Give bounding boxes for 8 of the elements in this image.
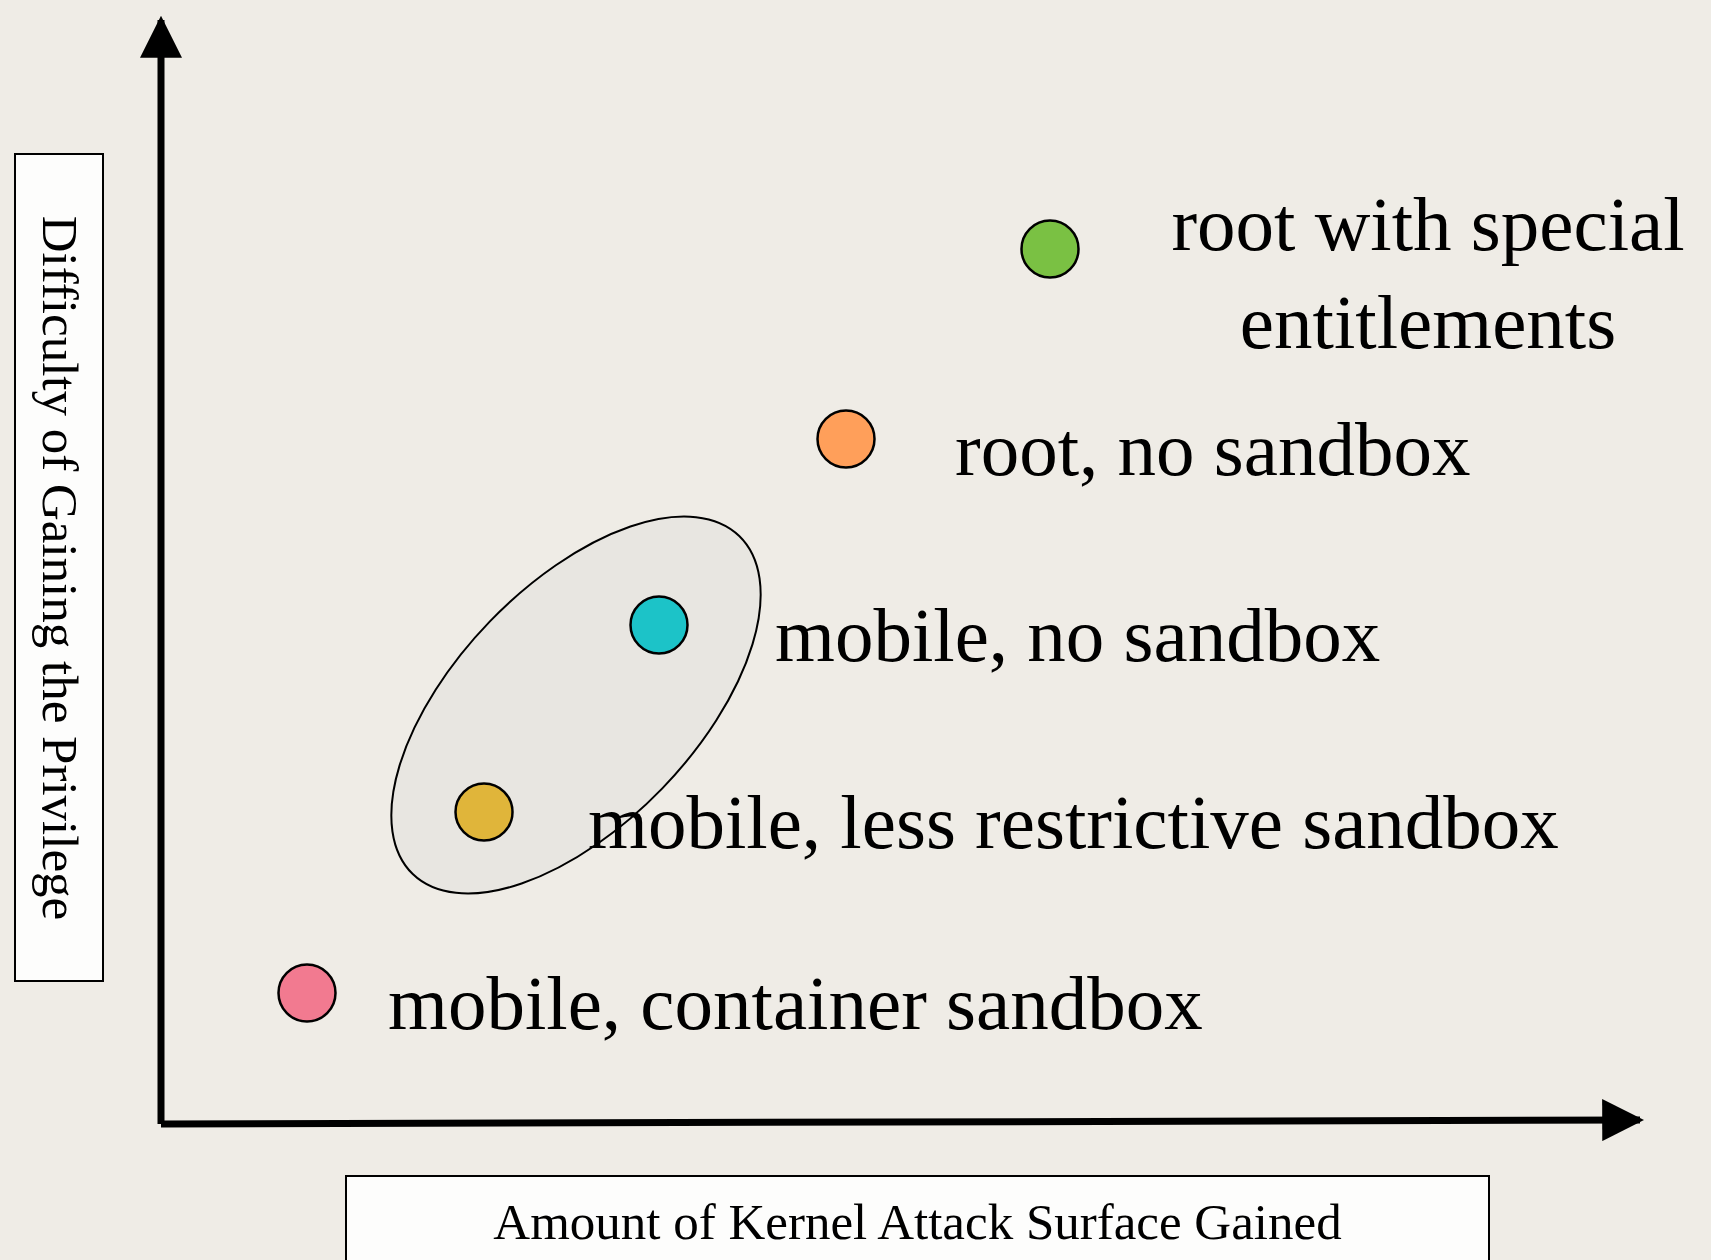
axis-label-box (14, 153, 104, 982)
point-label: mobile, no sandbox (775, 591, 1381, 680)
point-label: root, no sandbox (955, 405, 1471, 494)
axis-title: Amount of Kernel Attack Surface Gained (492, 1197, 1343, 1248)
axis-label-box (345, 1175, 1490, 1260)
point-label: root with special entitlements (1170, 180, 1686, 367)
point-label: mobile, container sandbox (388, 959, 1203, 1048)
axis-title: Difficulty of Gaining the Privilege (33, 215, 85, 920)
